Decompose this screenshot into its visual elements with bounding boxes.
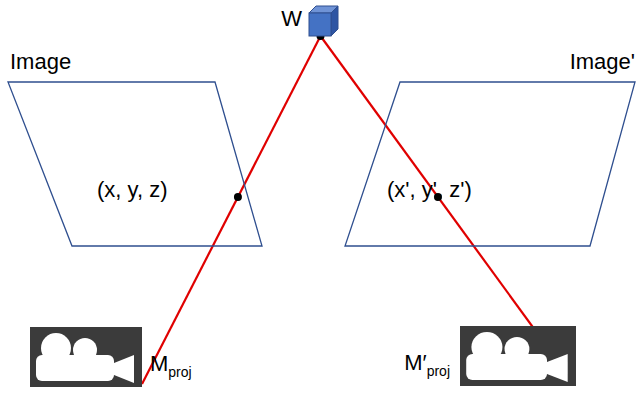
parallelogram-outline — [8, 82, 264, 247]
matrix-subscript: proj — [427, 363, 450, 379]
plane-heading: Image' — [570, 50, 635, 74]
point-label: (x', y', z') — [387, 178, 472, 202]
matrix-symbol: M — [150, 351, 168, 376]
parallelogram-outline — [343, 82, 637, 247]
camera-symbol — [460, 326, 576, 386]
matrix-subscript: proj — [168, 364, 191, 380]
image-plane: Image(x, y, z) — [8, 82, 264, 247]
object-label: W — [281, 7, 302, 31]
image-plane: Image'(x', y', z') — [343, 82, 637, 247]
point-label: (x, y, z) — [97, 178, 167, 202]
cube-shape — [308, 5, 339, 37]
camera-label: M′proj — [404, 352, 450, 378]
intersection-dot — [234, 193, 242, 201]
camera-icon: M′proj — [460, 326, 576, 386]
plane-heading: Image — [10, 50, 71, 74]
camera-symbol — [30, 327, 142, 387]
projection-ray — [142, 36, 321, 384]
matrix-symbol: M′ — [404, 350, 426, 375]
camera-label: Mproj — [150, 353, 192, 379]
camera-icon: Mproj — [30, 327, 142, 387]
object-cube: W — [308, 5, 339, 37]
